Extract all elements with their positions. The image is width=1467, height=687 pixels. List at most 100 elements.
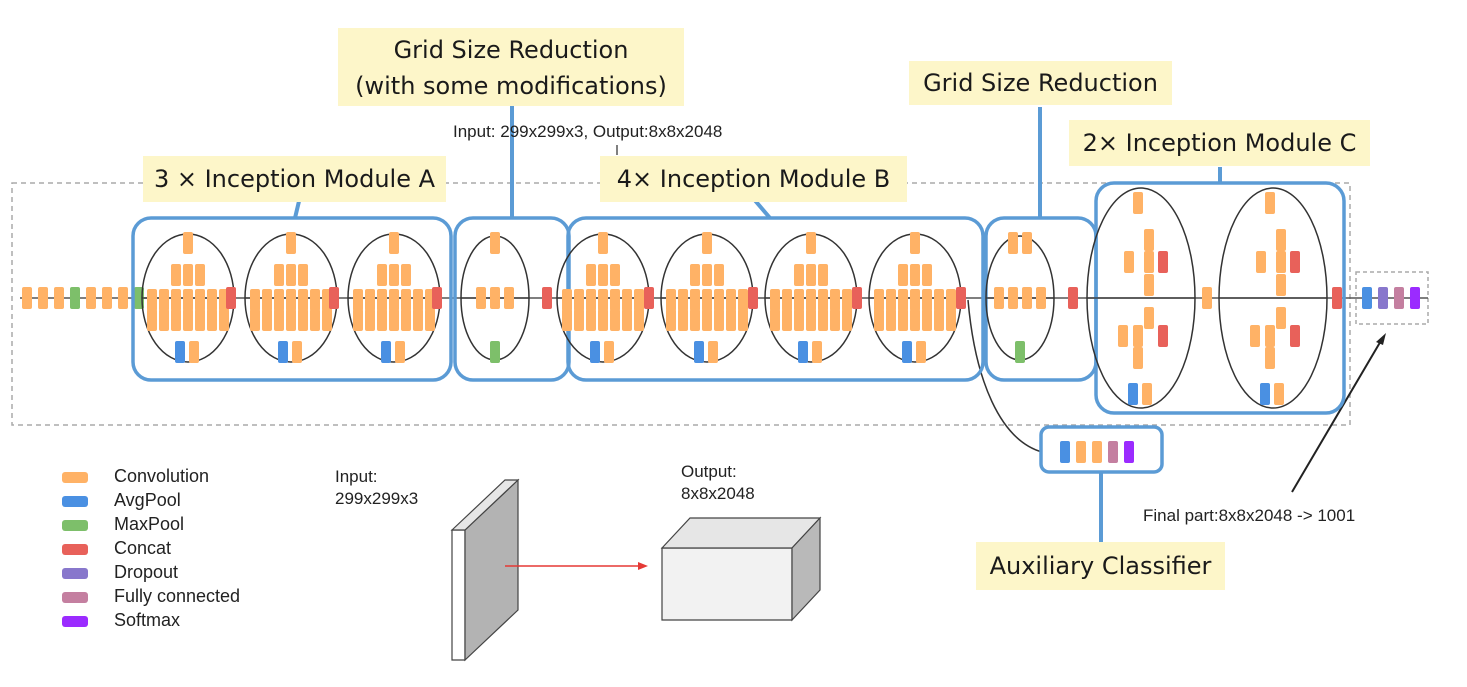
convolution-layer: [365, 309, 375, 331]
convolution-layer: [1144, 229, 1154, 251]
convolution-layer: [274, 309, 284, 331]
convolution-layer: [604, 341, 614, 363]
convolution-layer: [207, 289, 217, 311]
avgpool-layer: [1128, 383, 1138, 405]
convolution-layer: [726, 289, 736, 311]
convolution-layer: [898, 309, 908, 331]
output-label-line2: 8x8x2048: [681, 484, 755, 503]
output-label-line1: Output:: [681, 462, 737, 481]
convolution-layer: [690, 309, 700, 331]
convolution-layer: [413, 309, 423, 331]
avgpool-layer: [798, 341, 808, 363]
convolution-layer: [818, 309, 828, 331]
convolution-layer: [401, 309, 411, 331]
legend-swatch: [62, 568, 88, 579]
convolution-layer: [250, 309, 260, 331]
avgpool-layer: [1362, 287, 1372, 309]
convolution-layer: [1144, 307, 1154, 329]
convolution-layer: [1118, 325, 1128, 347]
avgpool-layer: [381, 341, 391, 363]
convolution-layer: [898, 289, 908, 311]
convolution-layer: [22, 287, 32, 309]
convolution-layer: [830, 289, 840, 311]
convolution-layer: [782, 289, 792, 311]
io-summary-note: Input: 299x299x3, Output:8x8x2048: [453, 122, 723, 141]
convolution-layer: [389, 309, 399, 331]
fully-connected-layer: [1108, 441, 1118, 463]
convolution-layer: [1144, 251, 1154, 273]
convolution-layer: [1276, 251, 1286, 273]
legend-swatch: [62, 616, 88, 627]
concat-layer: [432, 287, 442, 309]
convolution-layer: [102, 287, 112, 309]
grid-reduction-1-title: Grid Size Reduction: [393, 36, 629, 64]
convolution-layer: [916, 341, 926, 363]
output-label: Output: 8x8x2048: [681, 461, 755, 505]
convolution-layer: [1250, 325, 1260, 347]
convolution-layer: [1133, 325, 1143, 347]
convolution-layer: [702, 289, 712, 311]
convolution-layer: [490, 232, 500, 254]
convolution-layer: [159, 309, 169, 331]
convolution-layer: [310, 289, 320, 311]
convolution-layer: [922, 289, 932, 311]
convolution-layer: [183, 289, 193, 311]
avgpool-layer: [175, 341, 185, 363]
concat-layer: [1158, 325, 1168, 347]
concat-layer: [1290, 325, 1300, 347]
convolution-layer: [738, 289, 748, 311]
convolution-layer: [195, 264, 205, 286]
convolution-layer: [714, 289, 724, 311]
convolution-layer: [310, 309, 320, 331]
convolution-layer: [1133, 192, 1143, 214]
convolution-layer: [298, 264, 308, 286]
convolution-layer: [298, 309, 308, 331]
final-classifier-layers: [1362, 287, 1420, 309]
convolution-layer: [171, 289, 181, 311]
legend-swatch: [62, 520, 88, 531]
convolution-layer: [1008, 287, 1018, 309]
convolution-layer: [1124, 251, 1134, 273]
legend-label: Dropout: [114, 562, 179, 582]
convolution-layer: [1022, 287, 1032, 309]
convolution-layer: [389, 289, 399, 311]
aux-classifier-callout: Auxiliary Classifier: [976, 542, 1225, 590]
convolution-layer: [274, 289, 284, 311]
convolution-layer: [292, 341, 302, 363]
convolution-layer: [586, 309, 596, 331]
avgpool-layer: [1060, 441, 1070, 463]
grid-reduction-1-group: [453, 216, 571, 382]
convolution-layer: [818, 264, 828, 286]
convolution-layer: [622, 289, 632, 311]
convolution-layer: [274, 264, 284, 286]
convolution-layer: [286, 264, 296, 286]
convolution-layer: [353, 289, 363, 311]
avgpool-layer: [902, 341, 912, 363]
convolution-layer: [504, 287, 514, 309]
convolution-layer: [678, 309, 688, 331]
convolution-layer: [1142, 383, 1152, 405]
softmax-layer: [1410, 287, 1420, 309]
convolution-layer: [702, 264, 712, 286]
convolution-layer: [622, 309, 632, 331]
inception-module-c-group: [1086, 181, 1346, 415]
convolution-layer: [1202, 287, 1212, 309]
convolution-layer: [1276, 307, 1286, 329]
aux-classifier-frame: [1039, 425, 1164, 474]
convolution-layer: [678, 289, 688, 311]
convolution-layer: [1076, 441, 1086, 463]
convolution-layer: [922, 264, 932, 286]
avgpool-layer: [278, 341, 288, 363]
convolution-layer: [1276, 274, 1286, 296]
convolution-layer: [1133, 347, 1143, 369]
grid-reduction-1-callout: Grid Size Reduction (with some modificat…: [338, 28, 684, 106]
convolution-layer: [377, 309, 387, 331]
convolution-layer: [195, 309, 205, 331]
convolution-layer: [586, 289, 596, 311]
convolution-layer: [377, 264, 387, 286]
convolution-layer: [910, 289, 920, 311]
convolution-layer: [389, 264, 399, 286]
convolution-layer: [86, 287, 96, 309]
aux-branch-line: [967, 299, 1043, 453]
